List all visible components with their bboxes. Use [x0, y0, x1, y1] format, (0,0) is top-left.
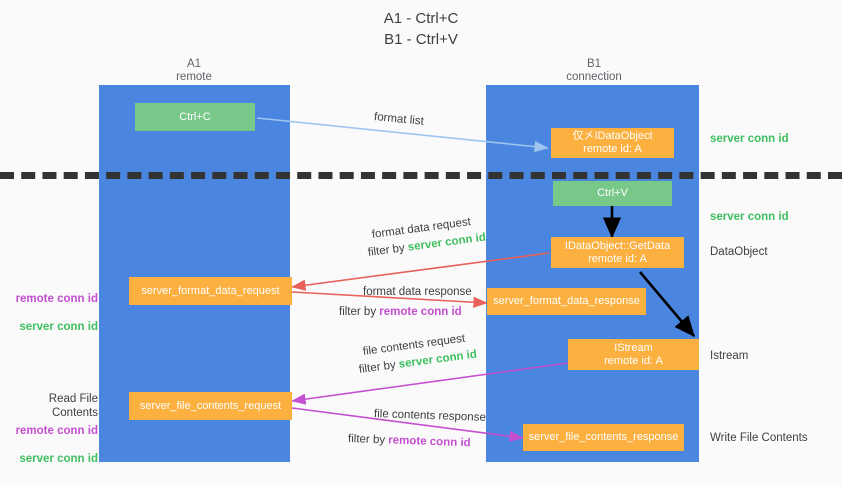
arrow-label-file-contents-response-filter: filter by remote conn id: [348, 432, 471, 451]
arrow-label-format-data-response-filter: filter by remote conn id: [339, 305, 462, 320]
node-server-format-data-response-label: server_format_data_response: [493, 295, 640, 307]
node-server-file-contents-response-label: server_file_contents_response: [528, 431, 679, 443]
node-server-format-data-request[interactable]: server_format_data_request: [129, 277, 292, 305]
node-istream-label: IStream remote id: A: [604, 341, 663, 367]
note-format-server-conn-id: server conn id: [19, 321, 98, 333]
node-server-format-data-request-label: server_format_data_request: [141, 284, 280, 297]
note-file-conn-ids: remote conn id server conn id: [6, 410, 98, 466]
node-idataobject-getdata-label: IDataObject::GetData remote id: A: [564, 239, 671, 265]
note-write-file-contents: Write File Contents: [710, 432, 808, 444]
node-ctrl-c[interactable]: Ctrl+C: [135, 103, 255, 131]
note-read-file-contents: Read File Contents: [48, 393, 98, 419]
note-server-conn-id-mid: server conn id: [710, 211, 789, 223]
node-ctrl-v[interactable]: Ctrl+V: [553, 181, 672, 206]
node-server-file-contents-response[interactable]: server_file_contents_response: [523, 424, 684, 451]
note-format-conn-ids: remote conn id server conn id: [6, 278, 98, 334]
section-divider: [0, 172, 842, 179]
node-idataobject-label: 仅㐅IDataObject remote id: A: [572, 130, 653, 155]
arrow-label-format-list: format list: [373, 111, 425, 128]
node-idataobject[interactable]: 仅㐅IDataObject remote id: A: [551, 128, 674, 158]
node-server-file-contents-request[interactable]: server_file_contents_request: [129, 392, 292, 420]
page-title: A1 - Ctrl+C B1 - Ctrl+V: [383, 10, 459, 48]
node-istream[interactable]: IStream remote id: A: [568, 339, 699, 370]
node-ctrl-v-label: Ctrl+V: [597, 187, 628, 199]
filter-value-remote-conn-id-2: remote conn id: [388, 434, 471, 450]
note-server-conn-id-top: server conn id: [710, 133, 789, 145]
node-server-file-contents-request-label: server_file_contents_request: [139, 399, 282, 412]
note-istream: Istream: [710, 350, 749, 362]
column-header-left: A1 remote: [176, 58, 212, 83]
filter-prefix-3: filter by: [358, 358, 400, 376]
note-format-remote-conn-id: remote conn id: [15, 293, 98, 305]
filter-prefix-4: filter by: [347, 433, 389, 447]
column-header-right: B1 connection: [566, 58, 622, 83]
node-server-format-data-response[interactable]: server_format_data_response: [487, 288, 646, 315]
filter-prefix-1: filter by: [367, 241, 409, 259]
arrow-label-format-data-response: format data response: [363, 286, 472, 298]
arrow-label-file-contents-response: file contents response: [373, 408, 487, 424]
filter-prefix-2: filter by: [339, 306, 380, 318]
note-file-remote-conn-id: remote conn id: [15, 425, 98, 437]
note-dataobject: DataObject: [710, 246, 768, 258]
note-file-server-conn-id: server conn id: [19, 453, 98, 465]
node-idataobject-getdata[interactable]: IDataObject::GetData remote id: A: [551, 237, 684, 268]
filter-value-remote-conn-id-1: remote conn id: [379, 306, 462, 318]
node-ctrl-c-label: Ctrl+C: [179, 110, 211, 123]
